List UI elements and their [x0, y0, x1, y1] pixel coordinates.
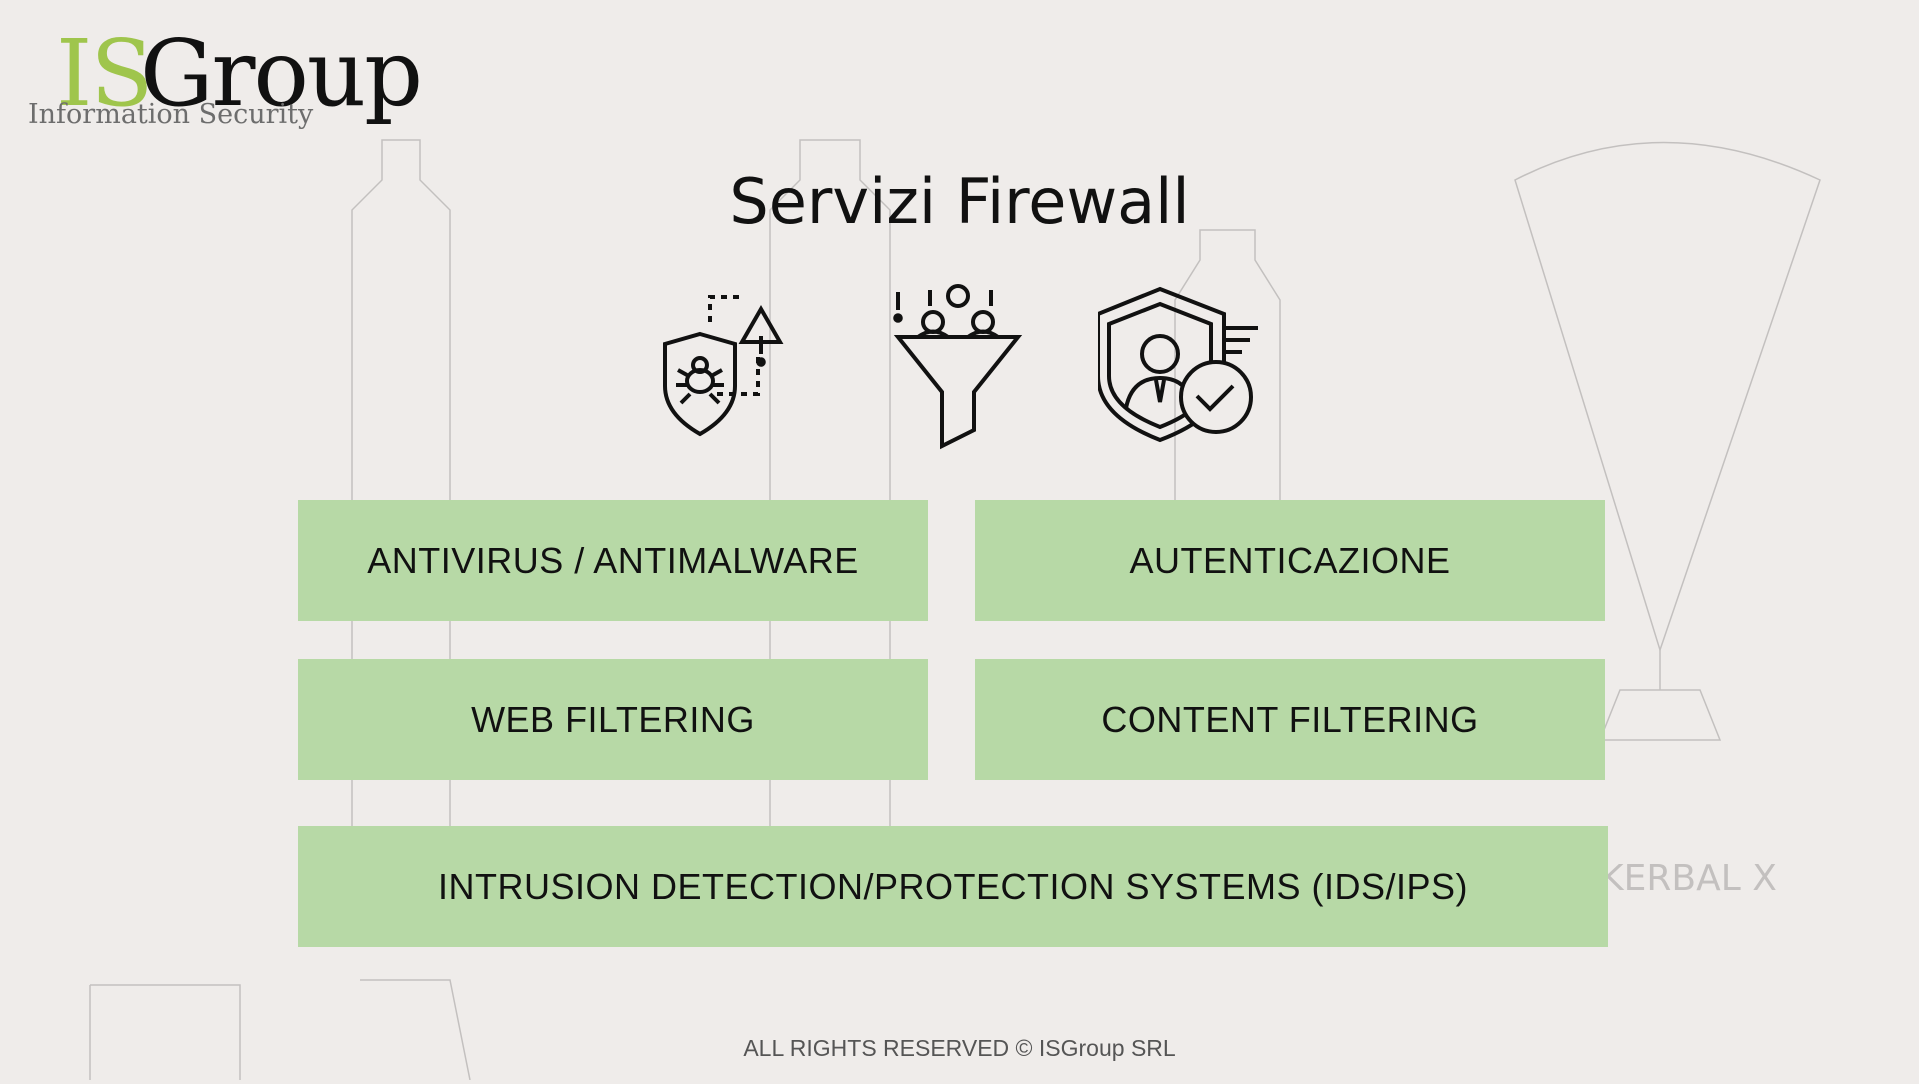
logo-mark-is: IS — [56, 20, 153, 127]
footer-copyright: ALL RIGHTS RESERVED © ISGroup SRL — [743, 1035, 1176, 1061]
funnel-filter-icon — [888, 282, 1028, 456]
user-shield-check-icon — [1096, 282, 1278, 456]
logo-tagline: Information Security — [28, 99, 314, 130]
isgroup-logo: IS Group Information Security — [28, 20, 423, 133]
service-content-filtering[interactable]: CONTENT FILTERING — [975, 659, 1605, 780]
service-label: CONTENT FILTERING — [1101, 698, 1479, 740]
service-ids-ips[interactable]: INTRUSION DETECTION/PROTECTION SYSTEMS (… — [298, 826, 1608, 947]
service-autenticazione[interactable]: AUTENTICAZIONE — [975, 500, 1605, 621]
service-icons — [640, 282, 1280, 452]
shield-bug-warning-icon — [640, 282, 810, 456]
service-label: AUTENTICAZIONE — [1129, 539, 1451, 581]
service-antivirus-antimalware[interactable]: ANTIVIRUS / ANTIMALWARE — [298, 500, 928, 621]
service-web-filtering[interactable]: WEB FILTERING — [298, 659, 928, 780]
service-label: INTRUSION DETECTION/PROTECTION SYSTEMS (… — [437, 865, 1469, 907]
service-label: ANTIVIRUS / ANTIMALWARE — [367, 539, 859, 581]
page-title: Servizi Firewall — [729, 165, 1190, 238]
watermark-text: KERBAL X — [1600, 858, 1777, 899]
service-label: WEB FILTERING — [471, 698, 755, 740]
logo-mark-group: Group — [140, 20, 423, 127]
